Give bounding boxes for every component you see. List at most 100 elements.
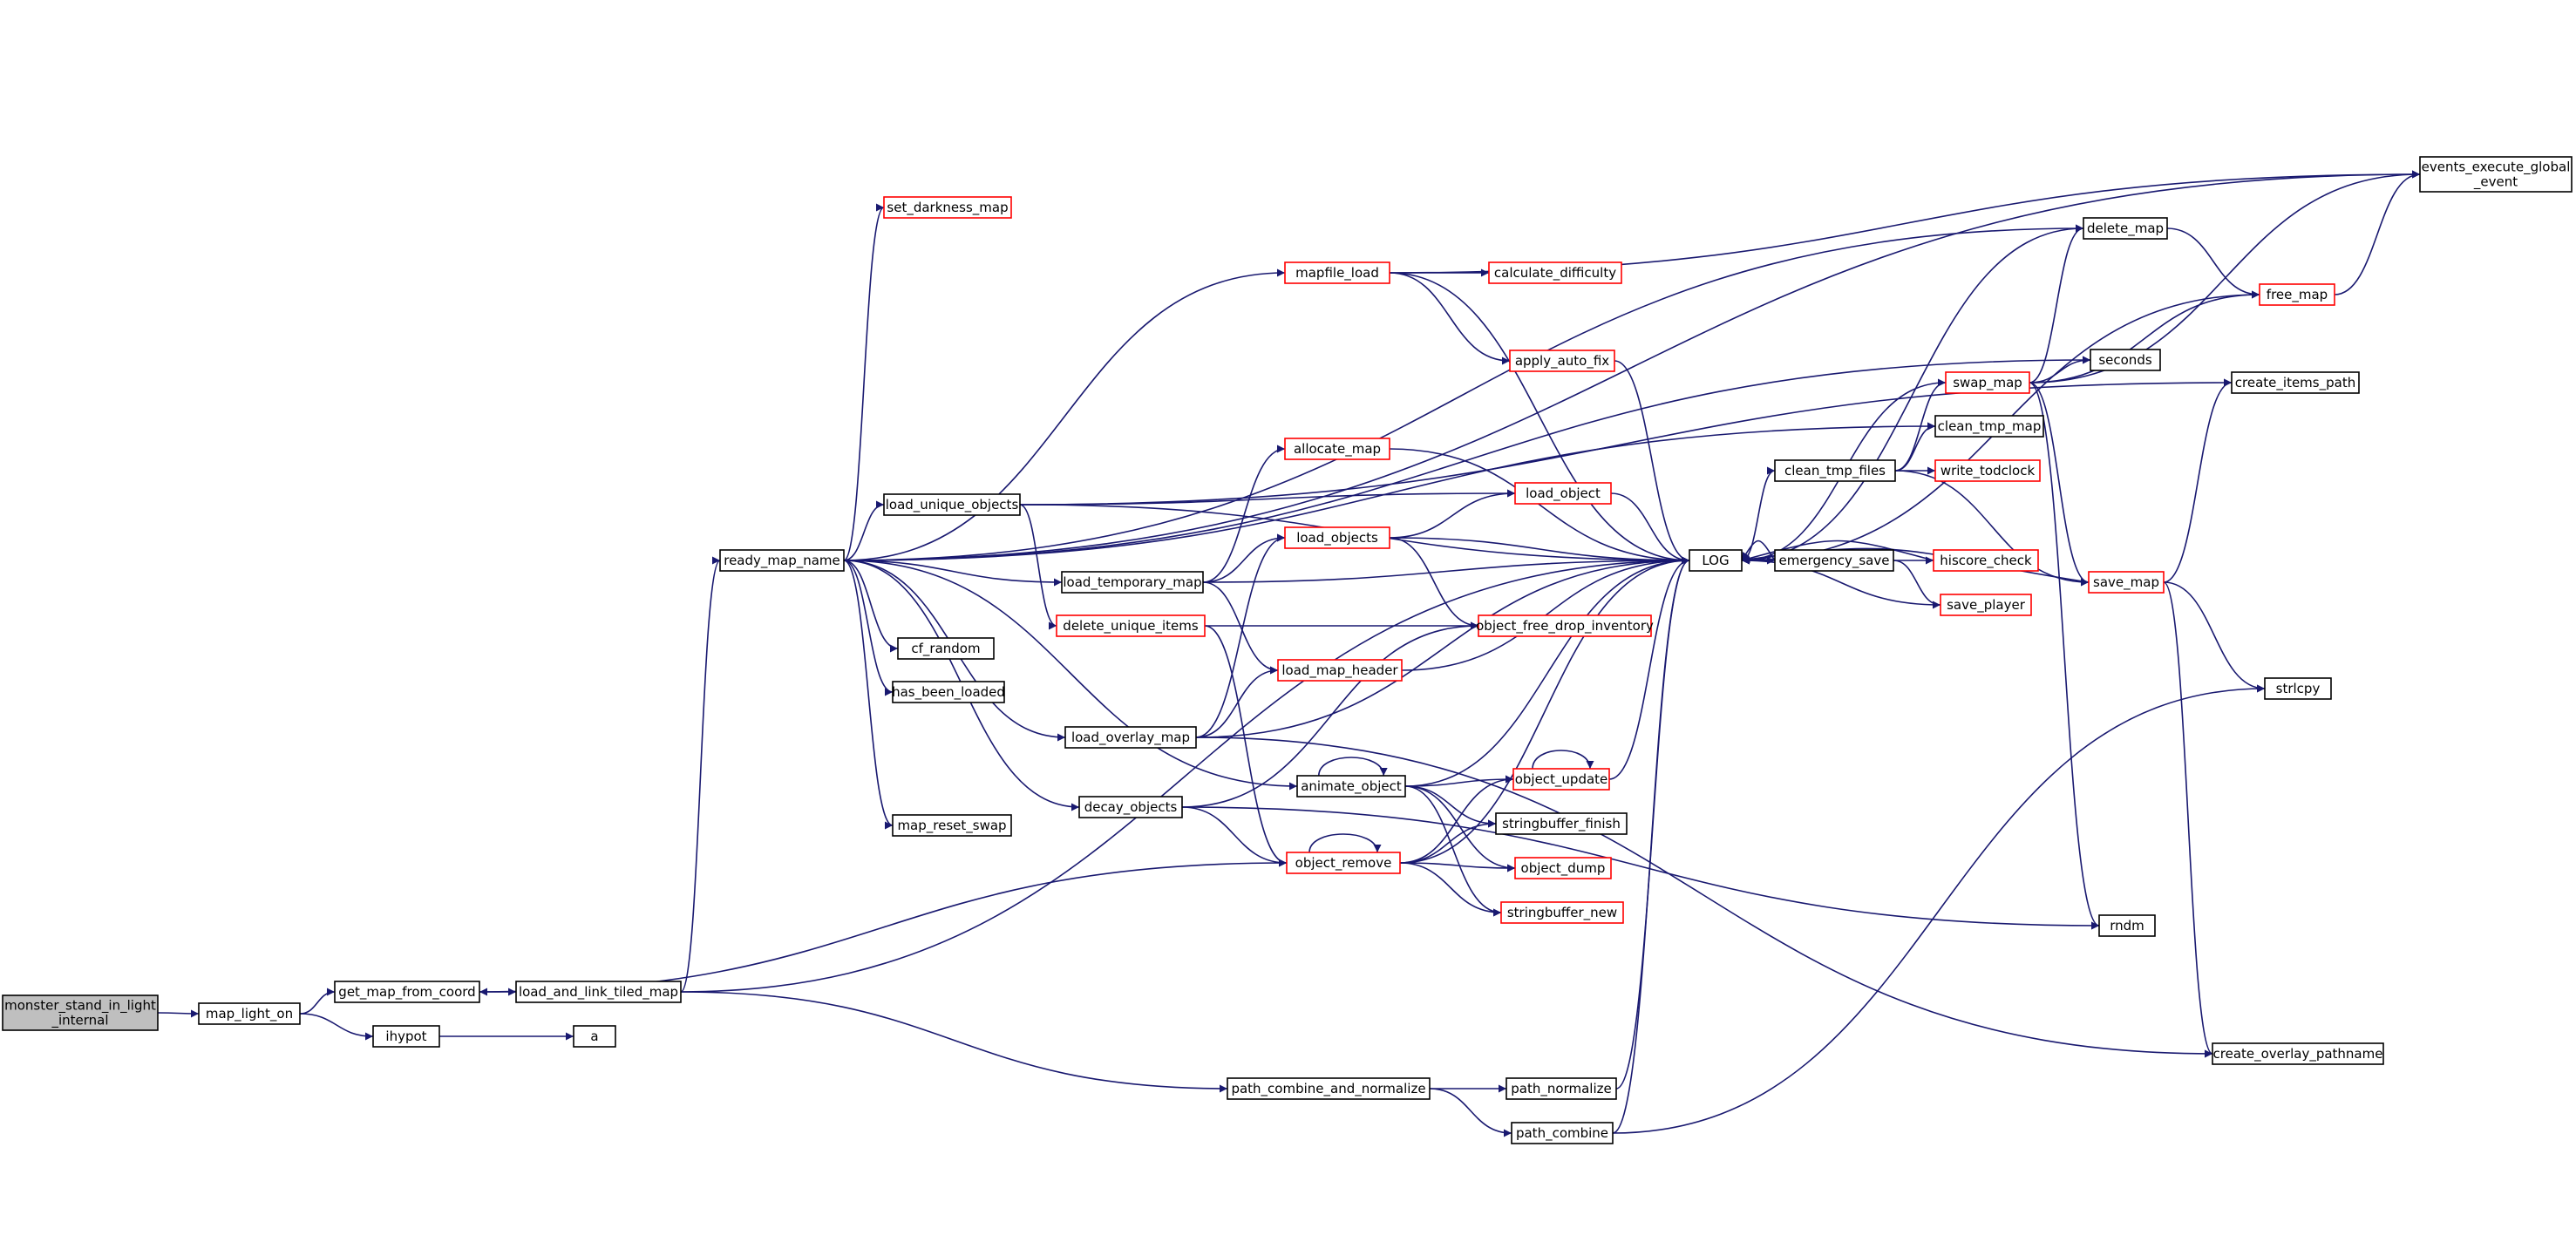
node-delete_map[interactable]: delete_map	[2083, 217, 2168, 240]
edge-ready_map_name-to-map_reset_swap	[843, 560, 894, 830]
node-box	[883, 196, 1012, 219]
node-a[interactable]: a	[573, 1025, 616, 1048]
edge-apply_auto_fix-to-LOG	[1614, 360, 1690, 565]
node-path_combine_and_normalize[interactable]: path_combine_and_normalize	[1227, 1077, 1431, 1100]
node-allocate_map[interactable]: allocate_map	[1284, 438, 1390, 460]
node-create_overlay_pathname[interactable]: create_overlay_pathname	[2212, 1042, 2384, 1065]
node-stringbuffer_finish[interactable]: stringbuffer_finish	[1495, 812, 1628, 835]
edge-decay_objects-to-object_remove	[1181, 806, 1288, 867]
edge-ready_map_name-to-events_execute_global_event	[843, 170, 2421, 561]
node-label: _internal	[51, 1013, 108, 1029]
edge-load_temporary_map-to-load_objects	[1202, 533, 1286, 583]
node-save_player[interactable]: save_player	[1940, 594, 2032, 616]
node-box	[2083, 217, 2168, 240]
node-box	[1933, 549, 2039, 572]
node-load_unique_objects[interactable]: load_unique_objects	[883, 493, 1021, 516]
edge-emergency_save-to-save_player	[1893, 560, 1941, 609]
node-ihypot[interactable]: ihypot	[372, 1025, 440, 1048]
node-create_items_path[interactable]: create_items_path	[2231, 371, 2360, 394]
edge-object_remove-to-object_update	[1399, 775, 1514, 864]
node-clean_tmp_map[interactable]: clean_tmp_map	[1934, 415, 2044, 438]
node-strlcpy[interactable]: strlcpy	[2264, 677, 2332, 700]
node-save_map[interactable]: save_map	[2088, 571, 2165, 594]
node-box	[883, 493, 1021, 516]
node-object_free_drop_inventory[interactable]: object_free_drop_inventory	[1476, 614, 1654, 637]
node-label: stringbuffer_new	[1507, 905, 1617, 921]
node-label: object_remove	[1295, 855, 1392, 872]
node-load_and_link_tiled_map[interactable]: load_and_link_tiled_map	[515, 981, 682, 1003]
node-swap_map[interactable]: swap_map	[1945, 371, 2030, 394]
edge-load_object-to-LOG	[1610, 492, 1690, 565]
edge-load_overlay_map-to-load_objects	[1195, 533, 1286, 738]
node-object_dump[interactable]: object_dump	[1514, 857, 1612, 879]
node-rndm[interactable]: rndm	[2098, 914, 2156, 937]
node-label: path_combine_and_normalize	[1231, 1081, 1425, 1097]
edge-free_map-to-events_execute_global_event	[2334, 170, 2421, 295]
node-box	[1934, 459, 2041, 482]
node-label: strlcpy	[2276, 681, 2321, 696]
node-free_map[interactable]: free_map	[2259, 283, 2335, 306]
edge-load_and_link_tiled_map-to-LOG	[680, 556, 1690, 993]
node-label: get_map_from_coord	[338, 984, 475, 1001]
edge-animate_object-to-stringbuffer_new	[1404, 785, 1502, 917]
node-label: mapfile_load	[1295, 265, 1379, 282]
node-stringbuffer_new[interactable]: stringbuffer_new	[1500, 901, 1624, 924]
node-clean_tmp_files[interactable]: clean_tmp_files	[1774, 459, 1896, 482]
node-label: load_and_link_tiled_map	[519, 984, 678, 1001]
node-mapfile_load[interactable]: mapfile_load	[1284, 261, 1390, 284]
edge-load_objects-to-LOG	[1389, 537, 1690, 565]
node-map_reset_swap[interactable]: map_reset_swap	[892, 814, 1012, 837]
node-box	[1286, 852, 1401, 874]
node-ready_map_name[interactable]: ready_map_name	[719, 549, 845, 572]
node-label: create_overlay_pathname	[2213, 1046, 2383, 1062]
edge-ready_map_name-to-cf_random	[843, 560, 899, 653]
edge-allocate_map-to-LOG	[1389, 448, 1690, 565]
node-decay_objects[interactable]: decay_objects	[1078, 796, 1183, 818]
node-delete_unique_items[interactable]: delete_unique_items	[1056, 614, 1206, 637]
node-label: set_darkness_map	[887, 200, 1008, 216]
node-label: load_temporary_map	[1063, 574, 1201, 591]
edge-load_temporary_map-to-LOG	[1202, 556, 1690, 583]
edges-layer	[157, 170, 2421, 1137]
node-path_combine[interactable]: path_combine	[1511, 1122, 1614, 1144]
node-load_map_header[interactable]: load_map_header	[1277, 659, 1403, 682]
node-label: apply_auto_fix	[1515, 353, 1609, 370]
node-LOG[interactable]: LOG	[1689, 549, 1743, 572]
edge-hiscore_check-to-LOG	[1741, 540, 1934, 562]
node-emergency_save[interactable]: emergency_save	[1774, 549, 1894, 572]
node-events_execute_global_event[interactable]: events_execute_global_event	[2419, 156, 2573, 193]
edge-ready_map_name-to-animate_object	[843, 560, 1298, 791]
node-set_darkness_map[interactable]: set_darkness_map	[883, 196, 1012, 219]
node-get_map_from_coord[interactable]: get_map_from_coord	[334, 981, 480, 1003]
node-write_todclock[interactable]: write_todclock	[1934, 459, 2041, 482]
node-apply_auto_fix[interactable]: apply_auto_fix	[1509, 350, 1615, 372]
node-load_object[interactable]: load_object	[1514, 482, 1612, 505]
edge-swap_map-to-events_execute_global_event	[2029, 170, 2421, 384]
node-has_been_loaded[interactable]: has_been_loaded	[892, 681, 1005, 703]
node-load_overlay_map[interactable]: load_overlay_map	[1064, 726, 1197, 749]
edge-mapfile_load-to-LOG	[1389, 272, 1690, 565]
edge-mapfile_load-to-apply_auto_fix	[1389, 272, 1511, 365]
node-label: ready_map_name	[724, 553, 840, 569]
node-box	[2, 994, 159, 1031]
node-label: clean_tmp_files	[1784, 463, 1886, 479]
node-animate_object[interactable]: animate_object	[1296, 775, 1406, 798]
node-object_remove[interactable]: object_remove	[1286, 852, 1401, 874]
node-label: map_light_on	[206, 1006, 293, 1022]
node-path_normalize[interactable]: path_normalize	[1505, 1077, 1617, 1100]
edge-swap_map-to-seconds	[2029, 356, 2091, 384]
node-box	[1500, 901, 1624, 924]
node-monster_stand_in_light_internal[interactable]: monster_stand_in_light_internal	[2, 994, 159, 1031]
edge-save_map-to-create_items_path	[2163, 378, 2233, 583]
node-hiscore_check[interactable]: hiscore_check	[1933, 549, 2039, 572]
node-load_objects[interactable]: load_objects	[1284, 526, 1390, 549]
edge-map_light_on-to-ihypot	[299, 1013, 374, 1041]
node-box	[1478, 614, 1652, 637]
node-load_temporary_map[interactable]: load_temporary_map	[1061, 571, 1204, 594]
node-map_light_on[interactable]: map_light_on	[198, 1002, 301, 1025]
node-label: animate_object	[1301, 778, 1402, 795]
node-cf_random[interactable]: cf_random	[897, 637, 995, 660]
node-calculate_difficulty[interactable]: calculate_difficulty	[1488, 261, 1622, 284]
node-seconds[interactable]: seconds	[2090, 349, 2161, 371]
node-object_update[interactable]: object_update	[1512, 768, 1610, 791]
